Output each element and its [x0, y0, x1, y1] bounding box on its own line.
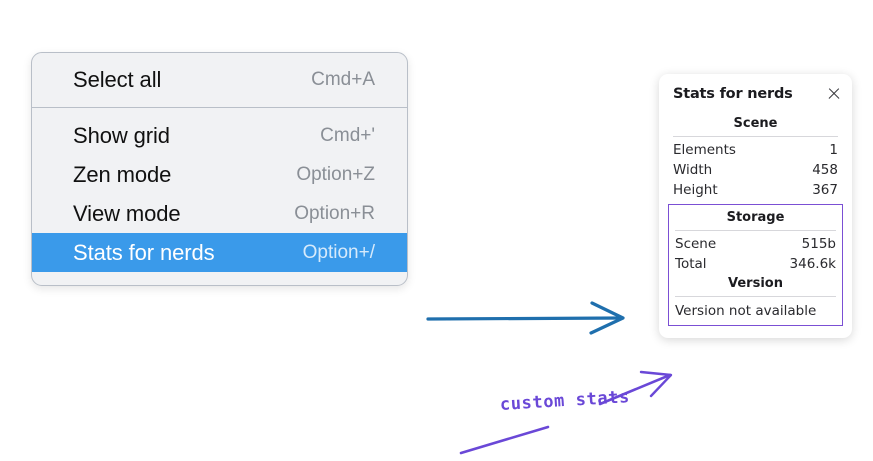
table-row: Elements 1 [667, 140, 844, 160]
table-row: Total 346.6k [669, 254, 842, 274]
menu-item-show-grid[interactable]: Show grid Cmd+' [32, 116, 407, 155]
close-icon[interactable] [826, 86, 842, 102]
section-divider [675, 296, 836, 297]
annotation-custom-stats-label: custom stats [499, 387, 631, 415]
menu-item-label: Show grid [73, 122, 170, 148]
menu-item-label: Zen mode [73, 161, 172, 187]
custom-stats-highlight-box: Storage Scene 515b Total 346.6k Version … [668, 204, 843, 326]
menu-item-zen-mode[interactable]: Zen mode Option+Z [32, 155, 407, 194]
stats-for-nerds-panel: Stats for nerds Scene Elements 1 Width 4… [659, 74, 852, 338]
section-version: Version Version not available [669, 274, 842, 321]
menu-item-shortcut: Option+R [294, 202, 375, 224]
stat-label: Scene [675, 236, 717, 252]
stat-value: 367 [812, 182, 838, 198]
menu-item-shortcut: Option+Z [296, 163, 375, 185]
panel-title: Stats for nerds [673, 86, 793, 102]
stat-label: Elements [673, 142, 736, 158]
menu-group-view: Show grid Cmd+' Zen mode Option+Z View m… [32, 107, 407, 285]
menu-item-label: Stats for nerds [73, 239, 215, 265]
table-row: Height 367 [667, 180, 844, 200]
menu-item-label: Select all [73, 66, 162, 92]
section-divider [675, 230, 836, 231]
version-text: Version not available [675, 303, 817, 319]
menu-group-primary: Select all Cmd+A [32, 53, 407, 107]
stat-label: Width [673, 162, 713, 178]
menu-item-select-all[interactable]: Select all Cmd+A [32, 60, 407, 99]
table-row: Width 458 [667, 160, 844, 180]
section-heading: Storage [726, 210, 785, 225]
stats-panel-header: Stats for nerds [667, 86, 844, 102]
underline-stroke [459, 425, 550, 455]
section-divider [673, 136, 838, 137]
stat-value: 346.6k [789, 256, 836, 272]
menu-item-view-mode[interactable]: View mode Option+R [32, 194, 407, 233]
section-heading: Version [728, 276, 783, 291]
canvas-context-menu[interactable]: Select all Cmd+A Show grid Cmd+' Zen mod… [31, 52, 408, 286]
stat-label: Total [675, 256, 707, 272]
arrow-right-icon [426, 301, 625, 335]
table-row: Scene 515b [669, 234, 842, 254]
menu-item-label: View mode [73, 200, 181, 226]
menu-item-shortcut: Cmd+' [320, 124, 375, 146]
section-scene: Scene Elements 1 Width 458 Height 367 [667, 114, 844, 200]
stat-value: 458 [812, 162, 838, 178]
menu-item-stats-for-nerds[interactable]: Stats for nerds Option+/ [32, 233, 407, 272]
stat-value: 1 [829, 142, 838, 158]
menu-item-shortcut: Cmd+A [311, 68, 375, 90]
section-storage: Storage Scene 515b Total 346.6k [669, 208, 842, 274]
menu-item-shortcut: Option+/ [302, 241, 375, 263]
section-heading: Scene [733, 116, 778, 131]
stat-label: Height [673, 182, 718, 198]
stat-value: 515b [801, 236, 836, 252]
